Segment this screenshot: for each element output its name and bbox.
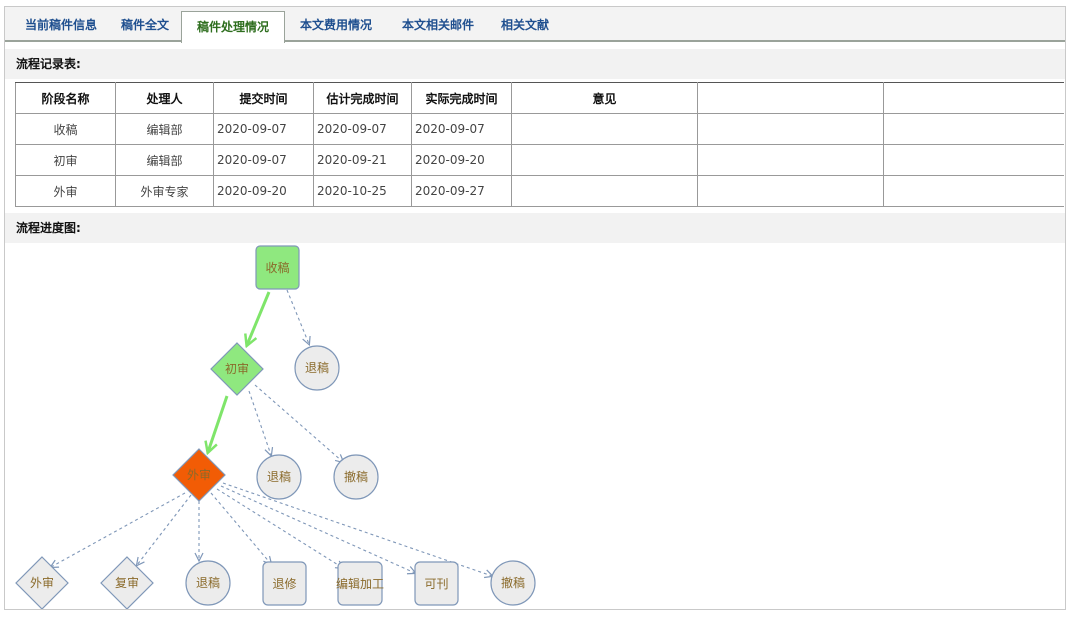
- cell-stage: 收稿: [15, 113, 116, 145]
- manuscript-panel: 当前稿件信息 稿件全文 稿件处理情况 本文费用情况 本文相关邮件 相关文献 流程…: [4, 6, 1066, 610]
- branch-arrow: [286, 289, 309, 344]
- record-table-title: 流程记录表:: [5, 49, 1065, 79]
- node-reject-1-label: 退稿: [305, 360, 329, 375]
- cell-extra-1: [697, 175, 884, 207]
- cell-handler: 编辑部: [115, 144, 214, 176]
- header-submit-time: 提交时间: [213, 82, 314, 114]
- cell-opinion: [511, 175, 698, 207]
- node-reject-2-circle: [256, 454, 302, 500]
- cell-actual-time: 2020-09-27: [411, 175, 512, 207]
- header-estimated-time: 估计完成时间: [313, 82, 412, 114]
- cell-estimated-time: 2020-09-21: [313, 144, 412, 176]
- cell-handler: 外审专家: [115, 175, 214, 207]
- cell-extra-2: [883, 175, 1064, 207]
- tab-full-text[interactable]: 稿件全文: [120, 18, 169, 32]
- node-revise-box: [262, 561, 307, 606]
- table-row: 初审 编辑部 2020-09-07 2020-09-21 2020-09-20: [15, 144, 1064, 176]
- header-opinion: 意见: [511, 82, 698, 114]
- node-reject-3-circle: [185, 560, 231, 606]
- branch-arrow: [137, 494, 192, 565]
- tab-references[interactable]: 相关文献: [500, 18, 549, 32]
- node-editing-label: 编辑加工: [336, 576, 384, 591]
- tab-processing-status[interactable]: 稿件处理情况: [181, 11, 285, 43]
- node-withdraw-1-label: 撤稿: [344, 469, 368, 484]
- cell-extra-2: [883, 113, 1064, 145]
- node-publishable-box: [414, 561, 459, 606]
- branch-arrow: [51, 492, 186, 567]
- path-arrow-receive-to-initial: [247, 291, 271, 345]
- node-re-review[interactable]: 复审: [100, 556, 154, 609]
- node-next-external-diamond: [15, 556, 69, 609]
- branch-arrow: [210, 492, 271, 564]
- node-initial-review-diamond: [210, 342, 264, 396]
- process-record-table: 阶段名称 处理人 提交时间 估计完成时间 实际完成时间 意见 收稿 编辑部 20…: [15, 82, 1064, 207]
- cell-stage: 外审: [15, 175, 116, 207]
- node-reject-1[interactable]: 退稿: [294, 345, 340, 391]
- node-re-review-diamond: [100, 556, 154, 609]
- node-withdraw-1-circle: [333, 454, 379, 500]
- node-reject-3-label: 退稿: [196, 575, 220, 590]
- node-next-external-review[interactable]: 外审: [15, 556, 69, 609]
- node-receive-label: 收稿: [265, 260, 289, 275]
- node-external-review-diamond: [172, 448, 226, 502]
- header-extra-1: [697, 82, 884, 114]
- node-editing-box: [337, 561, 383, 606]
- tab-related-emails[interactable]: 本文相关邮件: [401, 18, 474, 32]
- cell-estimated-time: 2020-09-07: [313, 113, 412, 145]
- cell-submit-time: 2020-09-20: [213, 175, 314, 207]
- node-withdraw-1[interactable]: 撤稿: [333, 454, 379, 500]
- cell-handler: 编辑部: [115, 113, 214, 145]
- header-extra-2: [883, 82, 1064, 114]
- node-receive-box: [255, 245, 300, 290]
- node-external-review[interactable]: 外审: [172, 448, 226, 502]
- node-receive[interactable]: 收稿: [255, 245, 300, 290]
- branch-arrow: [248, 390, 271, 455]
- node-revise[interactable]: 退修: [262, 561, 307, 606]
- progress-chart-title: 流程进度图:: [5, 213, 1065, 243]
- node-revise-label: 退修: [272, 576, 296, 591]
- process-flow-diagram: 收稿 退稿 初审 退稿 撤稿 外审 外审: [15, 245, 536, 609]
- path-arrow-initial-to-external: [208, 395, 229, 452]
- node-withdraw-2-circle: [490, 560, 536, 606]
- node-reject-2-label: 退稿: [267, 469, 291, 484]
- branch-arrow: [220, 485, 415, 573]
- tab-current-info[interactable]: 当前稿件信息: [24, 18, 97, 32]
- node-withdraw-2-label: 撤稿: [501, 575, 525, 590]
- node-reject-3[interactable]: 退稿: [185, 560, 231, 606]
- cell-estimated-time: 2020-10-25: [313, 175, 412, 207]
- table-row: 外审 外审专家 2020-09-20 2020-10-25 2020-09-27: [15, 175, 1064, 207]
- node-re-review-label: 复审: [115, 575, 139, 590]
- branch-arrow: [216, 488, 343, 568]
- tab-fees[interactable]: 本文费用情况: [299, 18, 372, 32]
- node-publishable-label: 可刊: [424, 577, 448, 591]
- node-editing[interactable]: 编辑加工: [336, 561, 384, 606]
- node-external-review-label: 外审: [187, 467, 211, 482]
- table-header-row: 阶段名称 处理人 提交时间 估计完成时间 实际完成时间 意见: [15, 82, 1064, 114]
- branch-arrow: [254, 384, 343, 462]
- header-handler: 处理人: [115, 82, 214, 114]
- node-publishable[interactable]: 可刊: [414, 561, 459, 606]
- tab-bar: 当前稿件信息 稿件全文 稿件处理情况 本文费用情况 本文相关邮件 相关文献: [5, 7, 1065, 43]
- node-reject-1-circle: [294, 345, 340, 391]
- cell-actual-time: 2020-09-20: [411, 144, 512, 176]
- node-next-external-label: 外审: [30, 575, 54, 590]
- header-stage: 阶段名称: [15, 82, 116, 114]
- node-initial-review[interactable]: 初审: [210, 342, 264, 396]
- node-reject-2[interactable]: 退稿: [256, 454, 302, 500]
- node-withdraw-2[interactable]: 撤稿: [490, 560, 536, 606]
- header-actual-time: 实际完成时间: [411, 82, 512, 114]
- node-initial-review-label: 初审: [225, 361, 249, 376]
